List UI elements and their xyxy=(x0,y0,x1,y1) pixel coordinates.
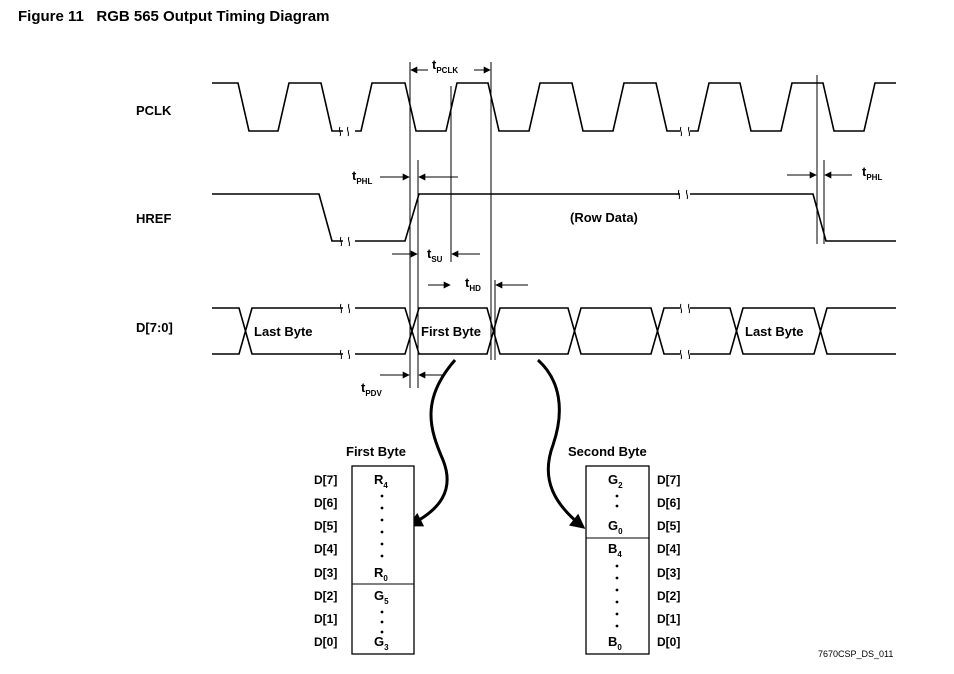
r0-label: R0 xyxy=(374,565,388,583)
first-byte-bit-7: D[7] xyxy=(314,473,337,487)
first-byte-ellipsis-dots xyxy=(380,494,384,634)
t-pdv-marker: tPDV xyxy=(361,371,444,398)
t-pclk-marker: tPCLK xyxy=(410,57,491,75)
first-byte-register xyxy=(351,465,415,655)
g5-label: G5 xyxy=(374,588,389,606)
second-byte-register xyxy=(585,465,650,655)
second-byte-arrow xyxy=(536,358,586,529)
second-byte-bit-6: D[6] xyxy=(657,496,680,510)
second-byte-bit-2: D[2] xyxy=(657,589,680,603)
t-phl-right-symbol: tPHL xyxy=(862,164,882,182)
first-byte-bit-3: D[3] xyxy=(314,566,337,580)
first-byte-bit-5: D[5] xyxy=(314,519,337,533)
first-byte-bit-2: D[2] xyxy=(314,589,337,603)
first-byte-box-title: First Byte xyxy=(346,444,406,459)
t-pclk-symbol: tPCLK xyxy=(432,57,458,75)
first-byte-detail: First Byte D[7] D[6] D[5] D[4] D[3] D[2]… xyxy=(314,444,415,655)
last-byte-label-right: Last Byte xyxy=(745,324,804,339)
first-byte-label: First Byte xyxy=(421,324,481,339)
second-byte-bit-5: D[5] xyxy=(657,519,680,533)
first-byte-bit-4: D[4] xyxy=(314,542,337,556)
figure-code: 7670CSP_DS_011 xyxy=(818,649,893,659)
second-byte-box-title: Second Byte xyxy=(568,444,647,459)
second-byte-bit-1: D[1] xyxy=(657,612,680,626)
g2-label: G2 xyxy=(608,472,623,490)
t-phl-left-marker: tPHL xyxy=(352,168,458,186)
data-bus-waveform xyxy=(212,303,896,360)
first-byte-bit-1: D[1] xyxy=(314,612,337,626)
t-hd-symbol: tHD xyxy=(465,275,481,293)
first-byte-bit-6: D[6] xyxy=(314,496,337,510)
pclk-break-marks xyxy=(338,126,691,137)
href-label: HREF xyxy=(136,211,171,226)
t-su-marker: tSU xyxy=(392,246,480,264)
g0-label: G0 xyxy=(608,518,623,536)
data-bus-label: D[7:0] xyxy=(136,320,173,335)
row-data-annotation: (Row Data) xyxy=(570,210,638,225)
t-hd-marker: tHD xyxy=(428,275,528,293)
t-pdv-symbol: tPDV xyxy=(361,380,382,398)
first-byte-bit-0: D[0] xyxy=(314,635,337,649)
r4-label: R4 xyxy=(374,472,388,490)
second-byte-bit-7: D[7] xyxy=(657,473,680,487)
pclk-waveform xyxy=(212,82,896,132)
first-byte-arrow xyxy=(407,359,457,527)
figure-title: Figure 11 RGB 565 Output Timing Diagram xyxy=(18,8,330,25)
timing-reference-lines xyxy=(409,62,825,388)
second-byte-bit-3: D[3] xyxy=(657,566,680,580)
t-phl-right-marker: tPHL xyxy=(787,164,882,182)
second-byte-bit-4: D[4] xyxy=(657,542,680,556)
b0-label: B0 xyxy=(608,634,622,652)
second-byte-detail: Second Byte D[7] D[6] D[5] D[4] D[3] D[2… xyxy=(568,444,680,655)
href-waveform xyxy=(212,189,896,247)
last-byte-label-left: Last Byte xyxy=(254,324,313,339)
pclk-label: PCLK xyxy=(136,103,172,118)
second-byte-bit-0: D[0] xyxy=(657,635,680,649)
second-byte-ellipsis-dots xyxy=(615,494,619,628)
t-phl-left-symbol: tPHL xyxy=(352,168,372,186)
b4-label: B4 xyxy=(608,541,622,559)
t-su-symbol: tSU xyxy=(427,246,443,264)
g3-label: G3 xyxy=(374,634,389,652)
